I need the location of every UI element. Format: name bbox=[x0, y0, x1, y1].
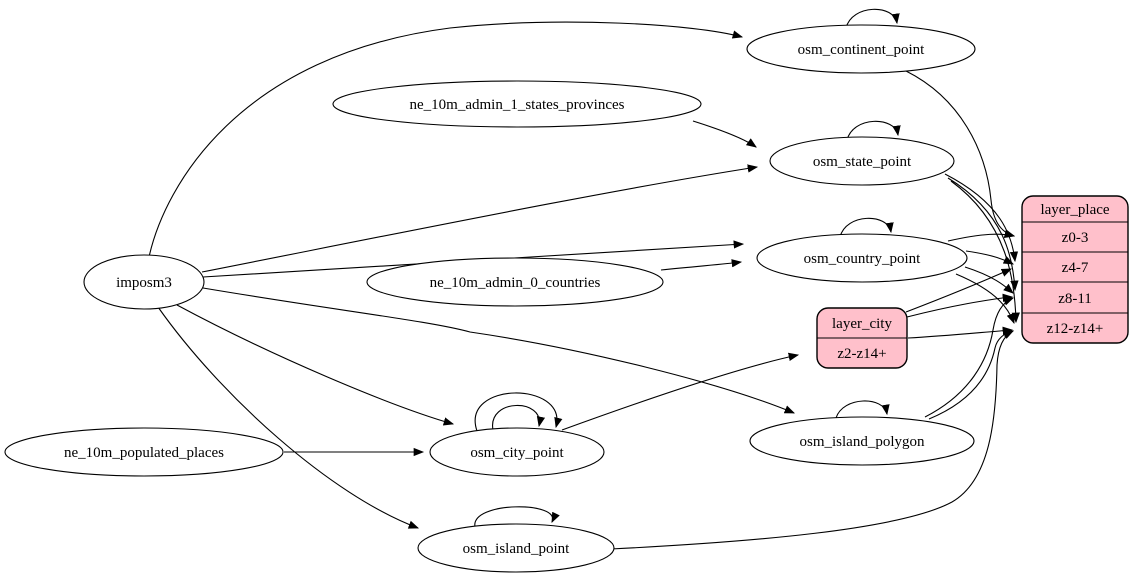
record-layer_place: layer_place z0-3 z4-7 z8-11 z12-z14+ bbox=[1021, 195, 1129, 344]
edge-osm_state_point-layer_place-z8-11 bbox=[947, 177, 1019, 292]
node-ne_10m_populated_places-label: ne_10m_populated_places bbox=[64, 445, 224, 461]
node-ne_10m_admin_0_countries-shape bbox=[366, 257, 664, 307]
edge-osm_state_point-layer_place-z12-z14 bbox=[950, 180, 1020, 324]
edge-osm_island_polygon-layer_place-z8-11 bbox=[924, 297, 1015, 418]
node-osm_country_point-label: osm_country_point bbox=[804, 251, 921, 267]
node-osm_island_polygon-label: osm_island_polygon bbox=[799, 434, 925, 450]
node-osm_island_point: osm_island_point bbox=[417, 523, 615, 573]
record-layer_place-row-z12-z14: z12-z14+ bbox=[1047, 321, 1104, 337]
edge-osm_state_point-layer_place-z4-7 bbox=[944, 173, 1019, 263]
edge-osm_island_polygon-layer_place-z12-z14 bbox=[928, 328, 1015, 420]
node-osm_continent_point-shape bbox=[746, 24, 976, 74]
edge-imposm3-osm_city_point bbox=[176, 304, 455, 426]
node-osm_country_point-shape bbox=[756, 233, 968, 283]
edge-self-osm_state_point bbox=[846, 120, 901, 141]
node-ne_10m_admin_1_states_provinces: ne_10m_admin_1_states_provinces bbox=[332, 80, 702, 128]
edge-osm_city_point-layer_city-z2-z14 bbox=[561, 352, 800, 431]
edge-self-osm_city_point-outer bbox=[474, 392, 563, 432]
node-osm_city_point: osm_city_point bbox=[429, 427, 605, 477]
node-ne_10m_admin_0_countries-label: ne_10m_admin_0_countries bbox=[430, 275, 601, 291]
node-osm_state_point-label: osm_state_point bbox=[813, 154, 912, 170]
record-layer_place-shape bbox=[1021, 195, 1129, 344]
node-ne_10m_admin_0_countries: ne_10m_admin_0_countries bbox=[366, 257, 664, 307]
node-osm_island_polygon-shape bbox=[749, 416, 975, 466]
record-layer_city: layer_city z2-z14+ bbox=[816, 307, 908, 369]
node-imposm3: imposm3 bbox=[83, 254, 205, 310]
record-layer_place-row-z8-11: z8-11 bbox=[1058, 291, 1092, 307]
edges bbox=[148, 8, 1020, 550]
node-osm_state_point-shape bbox=[769, 136, 955, 186]
node-ne_10m_populated_places-shape bbox=[4, 427, 284, 477]
edge-osm_city_point-layer_place-z4-7 bbox=[905, 268, 1013, 313]
node-osm_country_point: osm_country_point bbox=[756, 233, 968, 283]
record-layer_place-row-z4-7: z4-7 bbox=[1062, 260, 1089, 276]
node-imposm3-label: imposm3 bbox=[116, 275, 172, 291]
edge-imposm3-osm_continent_point bbox=[148, 21, 744, 258]
edge-self-osm_island_polygon bbox=[835, 400, 890, 419]
edge-self-osm_continent_point bbox=[845, 8, 900, 29]
node-ne_10m_admin_1_states_provinces-label: ne_10m_admin_1_states_provinces bbox=[410, 97, 625, 113]
edge-osm_country_point-layer_place-z12-z14 bbox=[955, 273, 1015, 325]
edge-imposm3-osm_island_point bbox=[157, 306, 420, 529]
edge-osm_country_point-layer_place-z0-3 bbox=[947, 229, 1016, 242]
record-layer_place-title: layer_place bbox=[1040, 202, 1109, 218]
edge-imposm3-osm_state_point bbox=[201, 164, 759, 273]
edge-osm_country_point-layer_place-z8-11 bbox=[964, 266, 1014, 294]
edge-self-osm_island_point bbox=[474, 506, 560, 528]
edge-osm_continent_point-layer_place-z0-3 bbox=[905, 70, 1016, 238]
node-osm_continent_point: osm_continent_point bbox=[746, 24, 976, 74]
node-ne_10m_admin_1_states_provinces-shape bbox=[332, 80, 702, 128]
node-osm_island_polygon: osm_island_polygon bbox=[749, 416, 975, 466]
record-layer_city-row-z2-z14: z2-z14+ bbox=[837, 346, 886, 362]
edge-ne_10m_admin_0_countries-osm_country_point bbox=[660, 259, 743, 271]
edge-osm_city_point-layer_place-z8-11 bbox=[906, 293, 1014, 318]
node-osm_island_point-shape bbox=[417, 523, 615, 573]
node-osm_continent_point-label: osm_continent_point bbox=[798, 42, 925, 58]
edge-osm_island_point-layer_place-z12-z14 bbox=[610, 330, 1014, 550]
node-imposm3-shape bbox=[83, 254, 205, 310]
node-osm_city_point-shape bbox=[429, 427, 605, 477]
node-osm_city_point-label: osm_city_point bbox=[470, 445, 564, 461]
edge-ne_10m_admin_1_states_provinces-osm_state_point bbox=[692, 120, 757, 148]
node-ne_10m_populated_places: ne_10m_populated_places bbox=[4, 427, 284, 477]
node-osm_island_point-label: osm_island_point bbox=[463, 541, 571, 557]
edge-imposm3-osm_island_polygon bbox=[202, 287, 796, 414]
edge-self-osm_country_point bbox=[839, 217, 894, 238]
edge-self-osm_city_point-inner bbox=[492, 404, 546, 431]
edge-osm_city_point-layer_place-z12-z14 bbox=[907, 326, 1014, 339]
record-layer_city-title: layer_city bbox=[832, 316, 892, 332]
node-osm_state_point: osm_state_point bbox=[769, 136, 955, 186]
record-layer_place-row-z0-3: z0-3 bbox=[1062, 230, 1089, 246]
